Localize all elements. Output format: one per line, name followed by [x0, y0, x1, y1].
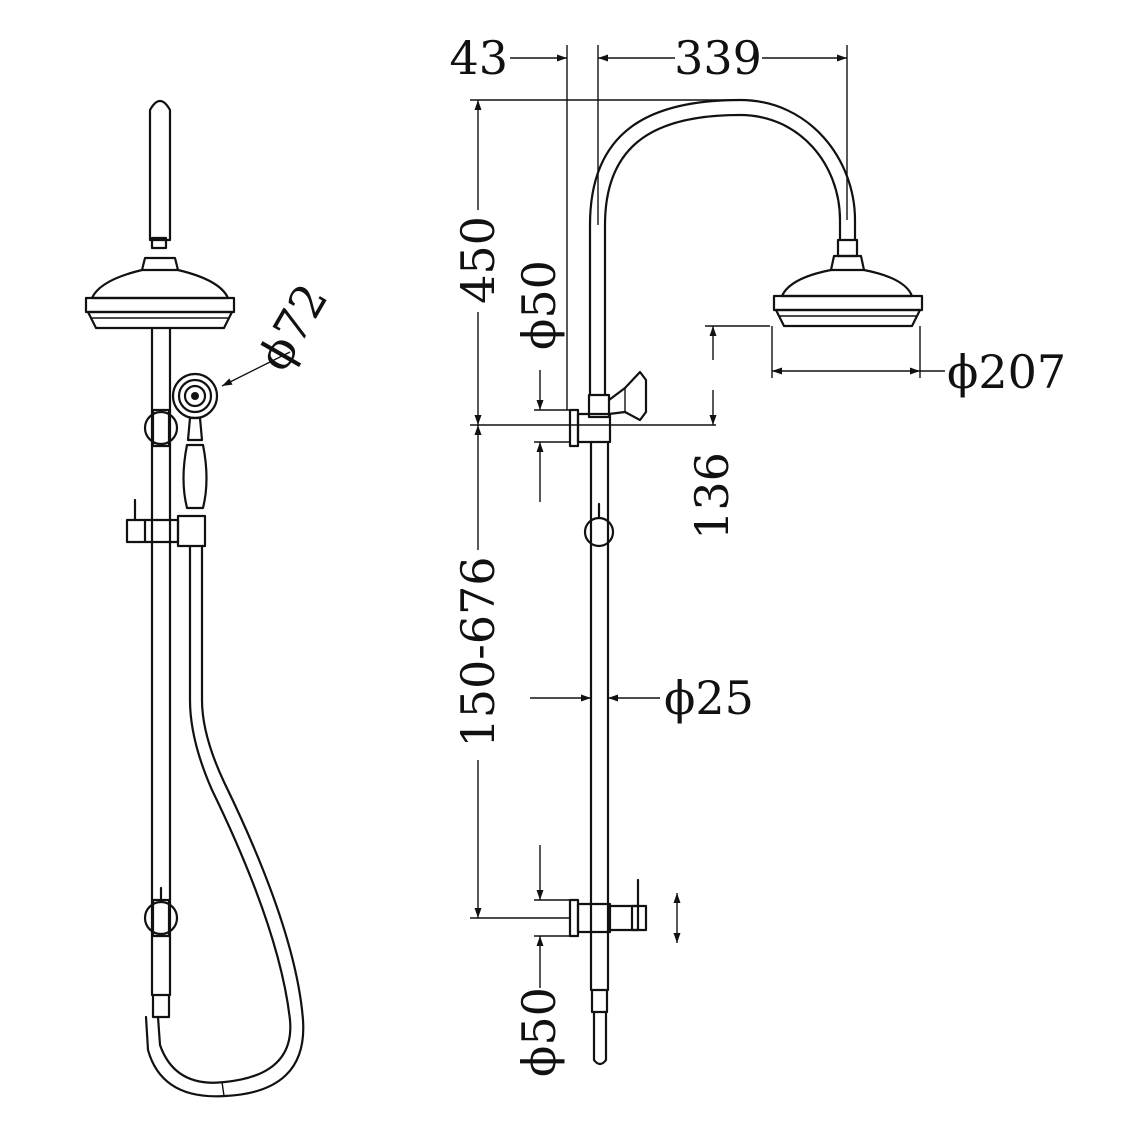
bracket-lower-dia-label: ϕ50 — [512, 987, 566, 1077]
slide-range-label: 150-676 — [451, 556, 505, 747]
dimension-lines — [470, 45, 945, 988]
side-diverter — [587, 370, 648, 422]
handset-dia-label: ϕ72 — [247, 275, 339, 380]
front-shower-head — [84, 256, 236, 330]
side-view — [568, 98, 924, 1066]
offset-top-label: 43 — [449, 31, 508, 85]
head-dia-label: ϕ207 — [947, 345, 1066, 399]
front-hose — [144, 544, 305, 1098]
side-gooseneck-arm — [588, 98, 857, 397]
dim-bracket-lower — [534, 845, 570, 988]
front-rail — [150, 326, 172, 1019]
side-shower-head — [772, 238, 924, 328]
front-hand-shower-head — [171, 372, 219, 442]
handset-dia-leader — [221, 351, 291, 387]
side-upper-bracket — [568, 408, 612, 448]
side-rail — [589, 440, 610, 1066]
head-drop-label: 136 — [685, 452, 739, 540]
front-lower-bracket — [143, 886, 179, 938]
dim-slide-range — [470, 424, 716, 919]
front-upper-bracket — [143, 408, 179, 448]
front-hand-shower-handle — [182, 443, 208, 510]
rail-dia-label: ϕ25 — [664, 671, 754, 725]
front-view — [84, 99, 305, 1098]
arm-reach-label: 339 — [674, 31, 762, 85]
side-slide-knob — [583, 502, 615, 548]
dim-head-dia — [771, 326, 945, 378]
front-slide-holder — [125, 498, 207, 548]
front-riser-top — [148, 99, 172, 250]
bracket-upper-dia-label: ϕ50 — [512, 260, 566, 350]
dim-arm-reach — [598, 45, 848, 220]
dim-head-drop — [705, 325, 770, 425]
dim-arm-height — [470, 99, 740, 425]
dim-bracket-upper — [534, 370, 570, 502]
side-lower-bracket — [568, 878, 648, 938]
arm-height-label: 450 — [451, 216, 505, 304]
dim-offset-top — [510, 45, 599, 410]
